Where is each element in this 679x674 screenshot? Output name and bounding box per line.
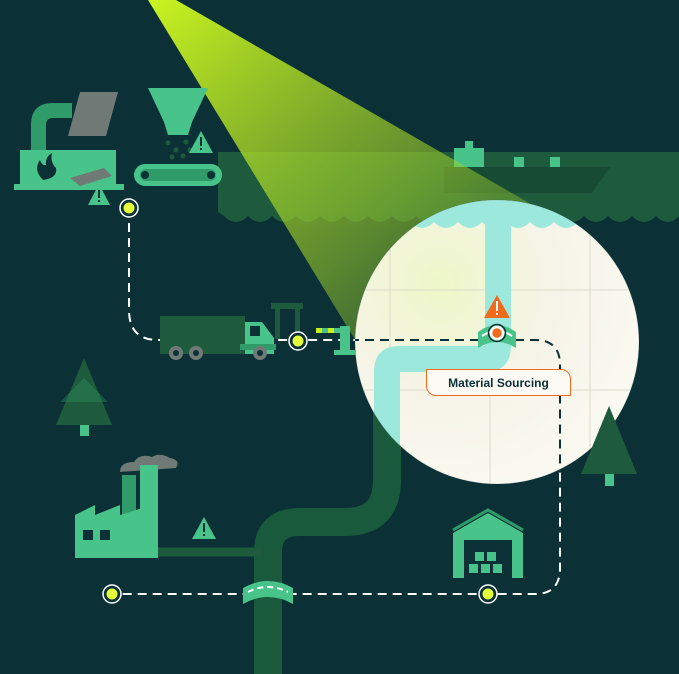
warning-icon bbox=[192, 517, 216, 539]
bridge-icon bbox=[243, 581, 293, 604]
tree-icon bbox=[581, 406, 637, 486]
material-sourcing-label[interactable]: Material Sourcing bbox=[426, 369, 571, 396]
warehouse-icon bbox=[452, 508, 524, 578]
tree-icon bbox=[56, 358, 112, 436]
route-node-icon[interactable] bbox=[102, 584, 122, 604]
furnace-icon bbox=[14, 92, 124, 190]
warning-icon bbox=[484, 295, 510, 318]
route-node-icon[interactable] bbox=[478, 584, 498, 604]
conveyor-icon bbox=[134, 164, 222, 186]
warning-icon bbox=[189, 131, 213, 153]
warning-icon bbox=[88, 184, 110, 205]
truck-icon bbox=[160, 316, 276, 360]
route-node-icon[interactable] bbox=[288, 331, 308, 351]
route-node-icon[interactable] bbox=[487, 323, 507, 343]
route-node-icon[interactable] bbox=[119, 198, 139, 218]
river-channel bbox=[254, 380, 401, 674]
factory-icon bbox=[75, 454, 178, 558]
barrier-gate-icon bbox=[316, 326, 356, 355]
gate-structure bbox=[271, 303, 303, 339]
hopper-icon bbox=[148, 88, 208, 160]
